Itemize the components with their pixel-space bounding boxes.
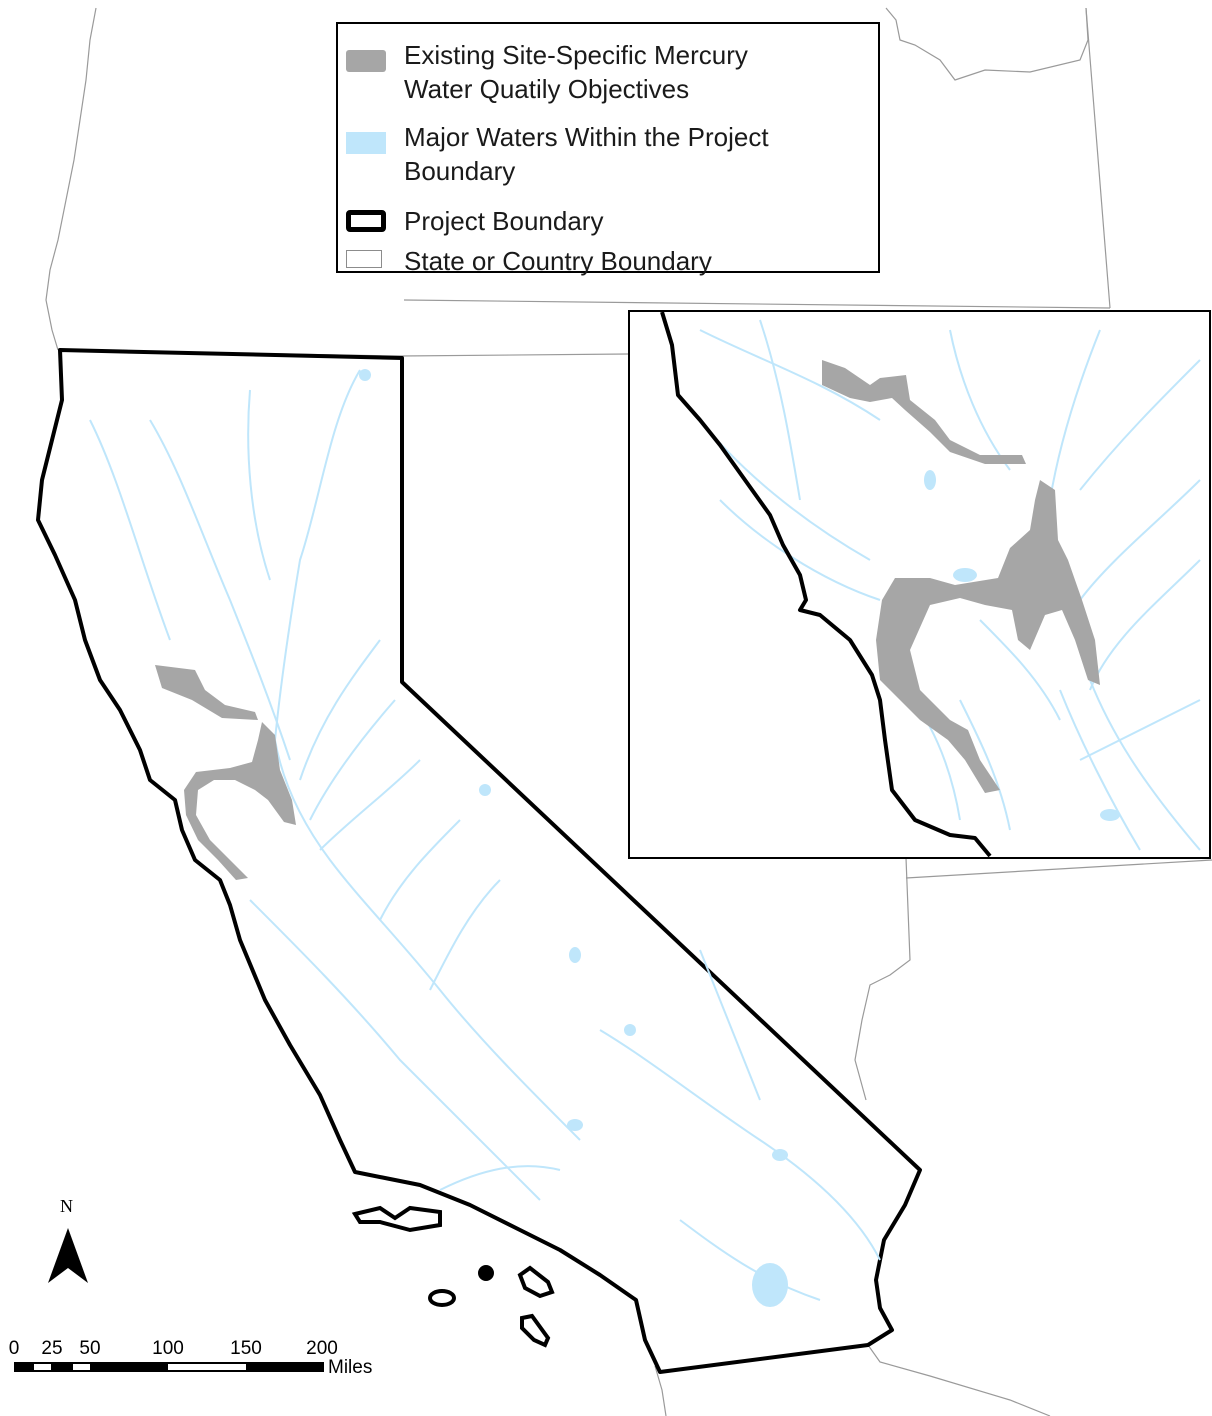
mexico-border-line <box>867 1344 1051 1416</box>
nevada-idaho-line <box>403 299 1111 309</box>
inset-lakes <box>924 470 1120 821</box>
scale-tick-50: 50 <box>79 1338 101 1359</box>
baja-coastline <box>654 1365 667 1416</box>
channel-islands <box>351 1205 555 1348</box>
legend-item-state-boundary: State or Country Boundary <box>338 244 878 278</box>
legend-item-project-boundary: Project Boundary <box>338 204 878 238</box>
legend-label-mercury: Existing Site-Specific Mercury Water Qua… <box>404 40 748 104</box>
arizona-utah-line <box>905 859 1212 879</box>
project-boundary <box>36 348 922 1374</box>
idaho-west-border <box>885 7 1089 81</box>
lakes <box>359 369 788 1307</box>
legend-item-mercury: Existing Site-Specific Mercury Water Qua… <box>338 38 878 108</box>
inset-mercury-areas <box>822 360 1100 793</box>
arizona-west-line <box>854 857 911 1101</box>
california-main-map <box>36 348 922 1374</box>
project-boundary-swatch-icon <box>346 210 386 232</box>
scale-tick-25: 25 <box>41 1338 63 1359</box>
legend-label-major-waters: Major Waters Within the Project Boundary <box>404 122 769 186</box>
legend-label-project-boundary: Project Boundary <box>404 206 604 236</box>
mercury-objective-areas <box>155 665 296 880</box>
scale-unit-label: Miles <box>328 1357 373 1378</box>
north-label: N <box>60 1196 73 1216</box>
scale-tick-150: 150 <box>230 1338 262 1359</box>
major-waters <box>89 369 881 1301</box>
inset-map <box>628 310 1211 859</box>
utah-nevada-line <box>1085 7 1111 309</box>
scale-tick-100: 100 <box>152 1338 184 1359</box>
north-arrow-icon <box>48 1228 88 1283</box>
water-swatch-icon <box>346 132 386 154</box>
mercury-swatch-icon <box>346 50 386 72</box>
legend-item-major-waters: Major Waters Within the Project Boundary <box>338 120 878 190</box>
scale-bar <box>14 1362 324 1372</box>
legend-label-state-boundary: State or Country Boundary <box>404 246 712 276</box>
inset-coastline <box>660 311 992 858</box>
state-boundary-swatch-icon <box>346 250 382 268</box>
map-legend: Existing Site-Specific Mercury Water Qua… <box>336 22 880 276</box>
scale-tick-200: 200 <box>306 1338 338 1359</box>
scale-tick-0: 0 <box>8 1338 20 1359</box>
oregon-coastline <box>45 7 97 351</box>
